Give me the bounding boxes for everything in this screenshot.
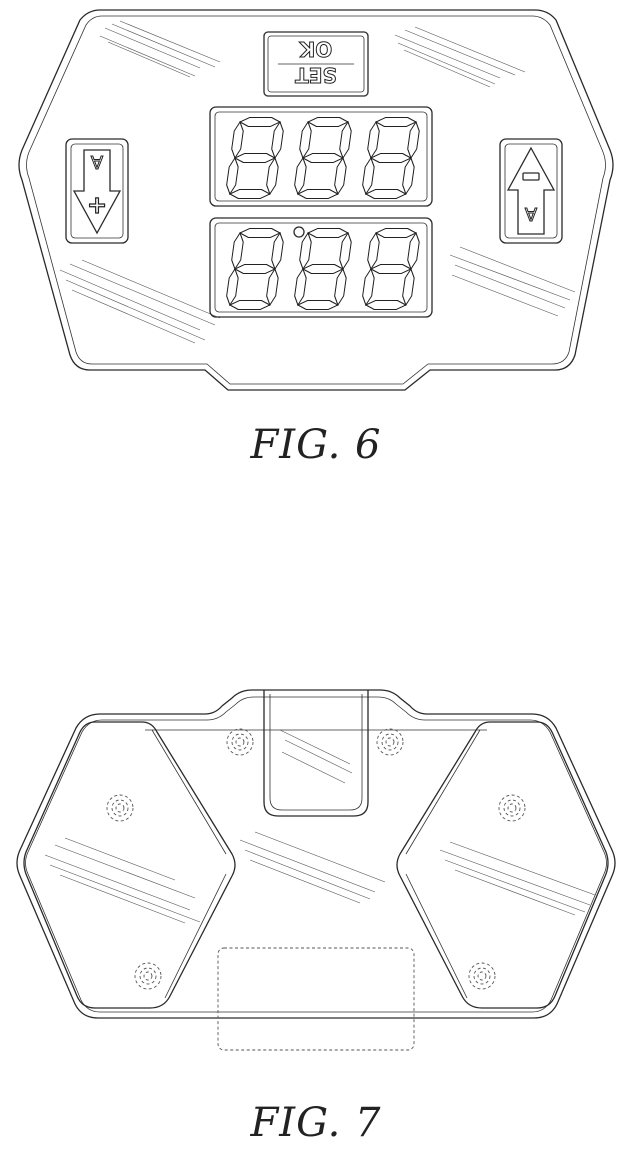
left-pedal xyxy=(24,722,235,1008)
screw-hole-ring xyxy=(386,738,394,746)
screw-hole-icon xyxy=(107,795,133,821)
upper-digit-2 xyxy=(293,118,353,199)
screw-hole-icon xyxy=(377,729,403,755)
segment-f xyxy=(366,233,380,269)
lower-digit-3 xyxy=(361,229,421,310)
right-button-letter: A xyxy=(524,203,537,224)
figure-7-caption: FIG. 7 xyxy=(0,1100,632,1146)
screw-hole-ring xyxy=(469,963,495,989)
lower-seven-segment-display xyxy=(210,218,432,317)
left-button-letter: A xyxy=(90,151,103,172)
segment-e xyxy=(361,158,375,194)
screw-hole-icon xyxy=(135,963,161,989)
segment-f xyxy=(230,122,244,158)
screw-hole-ring xyxy=(140,968,156,984)
figure-7-drawing xyxy=(0,660,632,1080)
segment-e xyxy=(293,158,307,194)
upper-seven-segment-display xyxy=(210,107,432,206)
screw-hole-ring xyxy=(116,804,124,812)
screw-holes xyxy=(107,729,525,989)
upper-digit-3 xyxy=(361,118,421,199)
upper-digit-1 xyxy=(225,118,285,199)
base-inner-outline xyxy=(26,697,607,1012)
screw-hole-ring xyxy=(508,804,516,812)
screw-hole-ring xyxy=(144,972,152,980)
screw-hole-ring xyxy=(107,795,133,821)
screw-hole-ring xyxy=(232,734,248,750)
segment-f xyxy=(230,233,244,269)
figure-6-drawing: SET OK A + A xyxy=(0,0,632,420)
screw-hole-ring xyxy=(504,800,520,816)
right-pedal xyxy=(397,722,608,1008)
figure-6-caption: FIG. 6 xyxy=(0,422,632,468)
set-label: SET xyxy=(295,63,337,87)
segment-f xyxy=(298,233,312,269)
segment-c xyxy=(401,158,415,194)
set-ok-button[interactable]: SET OK xyxy=(264,32,368,96)
screw-hole-ring xyxy=(478,972,486,980)
left-adjust-button[interactable]: A + xyxy=(66,139,128,243)
segment-c xyxy=(401,269,415,305)
segment-b xyxy=(406,122,420,158)
segment-b xyxy=(270,122,284,158)
segment-f xyxy=(366,122,380,158)
screw-hole-icon xyxy=(227,729,253,755)
screw-hole-icon xyxy=(499,795,525,821)
top-tab xyxy=(264,690,368,816)
ok-label: OK xyxy=(298,37,332,61)
screw-hole-ring xyxy=(474,968,490,984)
segment-e xyxy=(361,269,375,305)
screw-hole-ring xyxy=(382,734,398,750)
screw-hole-icon xyxy=(469,963,495,989)
segment-b xyxy=(338,122,352,158)
segment-c xyxy=(333,269,347,305)
segment-b xyxy=(406,233,420,269)
segment-b xyxy=(338,233,352,269)
segment-f xyxy=(298,122,312,158)
segment-e xyxy=(293,269,307,305)
segment-e xyxy=(225,158,239,194)
segment-c xyxy=(333,158,347,194)
screw-hole-ring xyxy=(135,963,161,989)
plus-symbol: + xyxy=(87,191,107,219)
glare-hatching xyxy=(45,730,595,923)
right-adjust-button[interactable]: A xyxy=(500,139,562,243)
segment-e xyxy=(225,269,239,305)
lower-digit-2 xyxy=(293,229,353,310)
screw-hole-ring xyxy=(236,738,244,746)
segment-b xyxy=(270,233,284,269)
segment-c xyxy=(265,269,279,305)
screw-hole-ring xyxy=(377,729,403,755)
screw-hole-ring xyxy=(227,729,253,755)
screw-hole-ring xyxy=(499,795,525,821)
label-recess xyxy=(218,948,414,1050)
lower-digit-1 xyxy=(225,229,285,310)
led-dot-icon xyxy=(294,227,304,237)
segment-c xyxy=(265,158,279,194)
screw-hole-ring xyxy=(112,800,128,816)
